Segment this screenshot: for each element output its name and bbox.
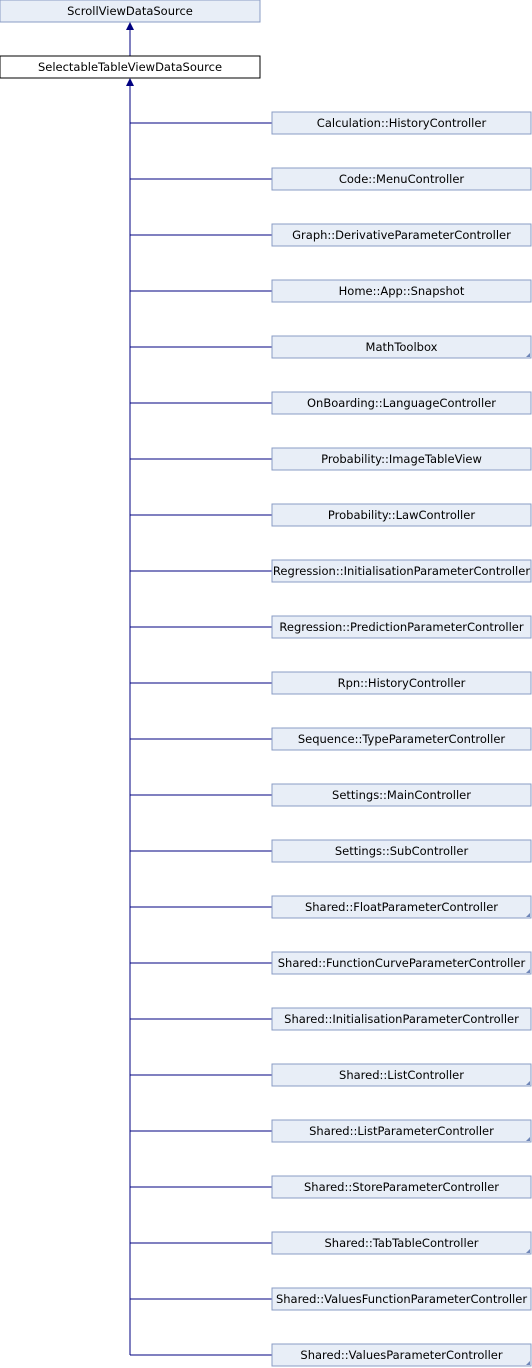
derived-class-onboarding-languagecontroller-box[interactable] (271, 391, 532, 415)
derived-class-shared-storeparametercontroller-box[interactable] (271, 1175, 532, 1199)
derived-class-shared-initialisationparametercontroller-label: Shared::InitialisationParameterControlle… (284, 1012, 519, 1026)
inheritance-arrow-current (126, 78, 134, 86)
derived-class-shared-listparametercontroller-label: Shared::ListParameterController (309, 1124, 494, 1138)
derived-class-shared-tabtablecontroller-label: Shared::TabTableController (324, 1236, 478, 1250)
derived-class-shared-storeparametercontroller-label: Shared::StoreParameterController (304, 1180, 499, 1194)
derived-class-mathtoolbox-label: MathToolbox (366, 340, 438, 354)
derived-class-mathtoolbox-more-marker (526, 353, 530, 357)
derived-class-graph-derivativeparametercontroller-label: Graph::DerivativeParameterController (292, 228, 511, 242)
inheritance-arrow-base (126, 22, 134, 30)
derived-class-home-app-snapshot-box[interactable] (271, 279, 532, 303)
derived-class-shared-initialisationparametercontroller-box[interactable] (271, 1007, 532, 1031)
current-class-selectabletableviewdatasource-label: SelectableTableViewDataSource (38, 60, 222, 74)
derived-class-regression-initialisationparametercontroller-label: Regression::InitialisationParameterContr… (273, 564, 530, 578)
derived-class-shared-valuesparametercontroller-more-marker (526, 1361, 530, 1365)
derived-class-settings-maincontroller-label: Settings::MainController (332, 788, 471, 802)
derived-class-shared-functioncurveparametercontroller-more-marker (526, 969, 530, 973)
derived-class-regression-predictionparametercontroller-box[interactable] (271, 615, 532, 639)
derived-class-shared-floatparametercontroller-box[interactable] (271, 895, 532, 919)
derived-class-code-menucontroller-box[interactable] (271, 167, 532, 191)
derived-class-rpn-historycontroller-label: Rpn::HistoryController (338, 676, 466, 690)
derived-class-shared-valuesfunctionparametercontroller-label: Shared::ValuesFunctionParameterControlle… (276, 1292, 527, 1306)
derived-class-shared-floatparametercontroller-more-marker (526, 913, 530, 917)
derived-class-calculation-historycontroller-label: Calculation::HistoryController (317, 116, 487, 130)
derived-class-mathtoolbox-box[interactable] (271, 335, 532, 359)
derived-class-shared-valuesparametercontroller-box[interactable] (271, 1343, 532, 1367)
base-class-scrollviewdatasource-label: ScrollViewDataSource (67, 4, 193, 18)
derived-class-probability-imagetableview-box[interactable] (271, 447, 532, 471)
derived-class-probability-imagetableview-label: Probability::ImageTableView (321, 452, 482, 466)
derived-class-graph-derivativeparametercontroller-box[interactable] (271, 223, 532, 247)
derived-class-shared-functioncurveparametercontroller-box[interactable] (271, 951, 532, 975)
derived-class-calculation-historycontroller-box[interactable] (271, 111, 532, 135)
derived-class-shared-listcontroller-label: Shared::ListController (339, 1068, 464, 1082)
derived-class-regression-predictionparametercontroller-label: Regression::PredictionParameterControlle… (279, 620, 523, 634)
derived-class-regression-initialisationparametercontroller-box[interactable] (271, 559, 532, 583)
derived-class-shared-listcontroller-box[interactable] (271, 1063, 532, 1087)
derived-class-shared-valuesparametercontroller-label: Shared::ValuesParameterController (300, 1348, 502, 1362)
derived-class-code-menucontroller-label: Code::MenuController (339, 172, 465, 186)
derived-class-shared-valuesfunctionparametercontroller-box[interactable] (271, 1287, 532, 1311)
derived-class-home-app-snapshot-label: Home::App::Snapshot (339, 284, 465, 298)
derived-class-shared-tabtablecontroller-box[interactable] (271, 1231, 532, 1255)
derived-class-probability-lawcontroller-label: Probability::LawController (328, 508, 475, 522)
derived-class-shared-functioncurveparametercontroller-label: Shared::FunctionCurveParameterController (278, 956, 526, 970)
derived-class-shared-floatparametercontroller-label: Shared::FloatParameterController (305, 900, 498, 914)
derived-class-settings-maincontroller-box[interactable] (271, 783, 532, 807)
derived-class-sequence-typeparametercontroller-label: Sequence::TypeParameterController (298, 732, 506, 746)
derived-class-shared-listparametercontroller-more-marker (526, 1137, 530, 1141)
derived-class-sequence-typeparametercontroller-box[interactable] (271, 727, 532, 751)
derived-class-onboarding-languagecontroller-label: OnBoarding::LanguageController (307, 396, 496, 410)
derived-class-shared-tabtablecontroller-more-marker (526, 1249, 530, 1253)
derived-class-shared-listcontroller-more-marker (526, 1081, 530, 1085)
derived-class-shared-listparametercontroller-box[interactable] (271, 1119, 532, 1143)
derived-class-settings-subcontroller-box[interactable] (271, 839, 532, 863)
derived-class-rpn-historycontroller-box[interactable] (271, 671, 532, 695)
derived-class-settings-subcontroller-label: Settings::SubController (335, 844, 469, 858)
derived-class-probability-lawcontroller-box[interactable] (271, 503, 532, 527)
